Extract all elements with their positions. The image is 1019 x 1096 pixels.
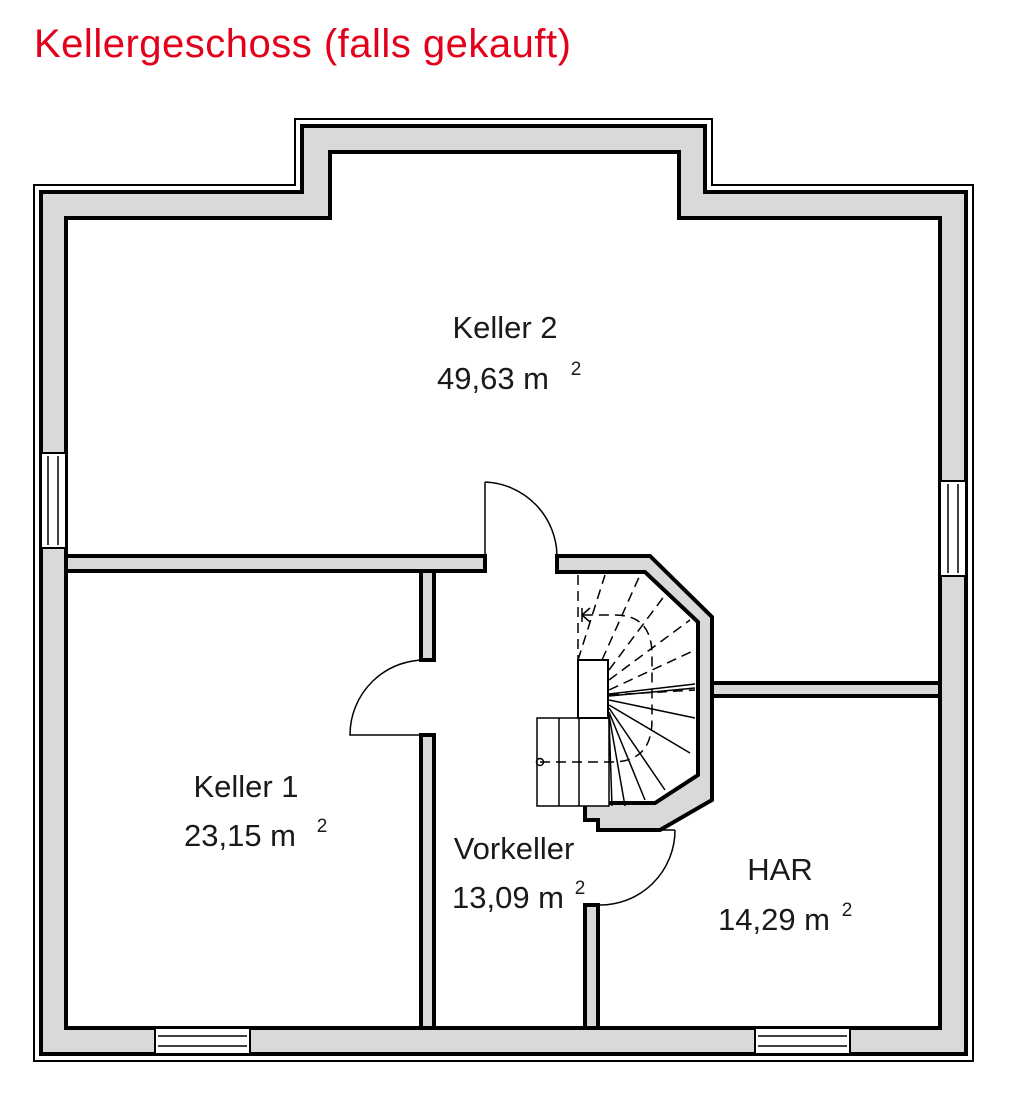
room-keller-2: Keller 2 49,63 m 2	[437, 310, 581, 396]
interior-walls	[64, 554, 942, 1030]
room-name: Keller 2	[452, 310, 557, 345]
room-name: Keller 1	[193, 769, 298, 804]
room-name: Vorkeller	[454, 831, 575, 866]
window-right	[939, 480, 967, 577]
room-har: HAR 14,29 m 2	[718, 852, 852, 937]
staircase	[535, 574, 696, 807]
area-unit-sup: 2	[575, 878, 586, 899]
window-left	[40, 452, 67, 549]
room-area: 23,15 m	[184, 818, 296, 853]
room-area: 49,63 m	[437, 361, 549, 396]
room-area: 13,09 m	[452, 880, 564, 915]
room-area: 14,29 m	[718, 902, 830, 937]
exterior-wall	[39, 124, 968, 1056]
outer-contour-line	[33, 118, 974, 1062]
window-bottom-right	[754, 1027, 851, 1055]
area-unit-sup: 2	[842, 900, 853, 921]
doors	[349, 481, 676, 906]
area-unit-sup: 2	[317, 816, 328, 837]
window-bottom-left	[154, 1027, 251, 1055]
room-keller-1: Keller 1 23,15 m 2	[184, 769, 327, 853]
room-vorkeller: Vorkeller 13,09 m 2	[452, 831, 585, 915]
plan-title: Kellergeschoss (falls gekauft)	[34, 22, 572, 66]
room-name: HAR	[747, 852, 812, 887]
area-unit-sup: 2	[571, 359, 582, 380]
